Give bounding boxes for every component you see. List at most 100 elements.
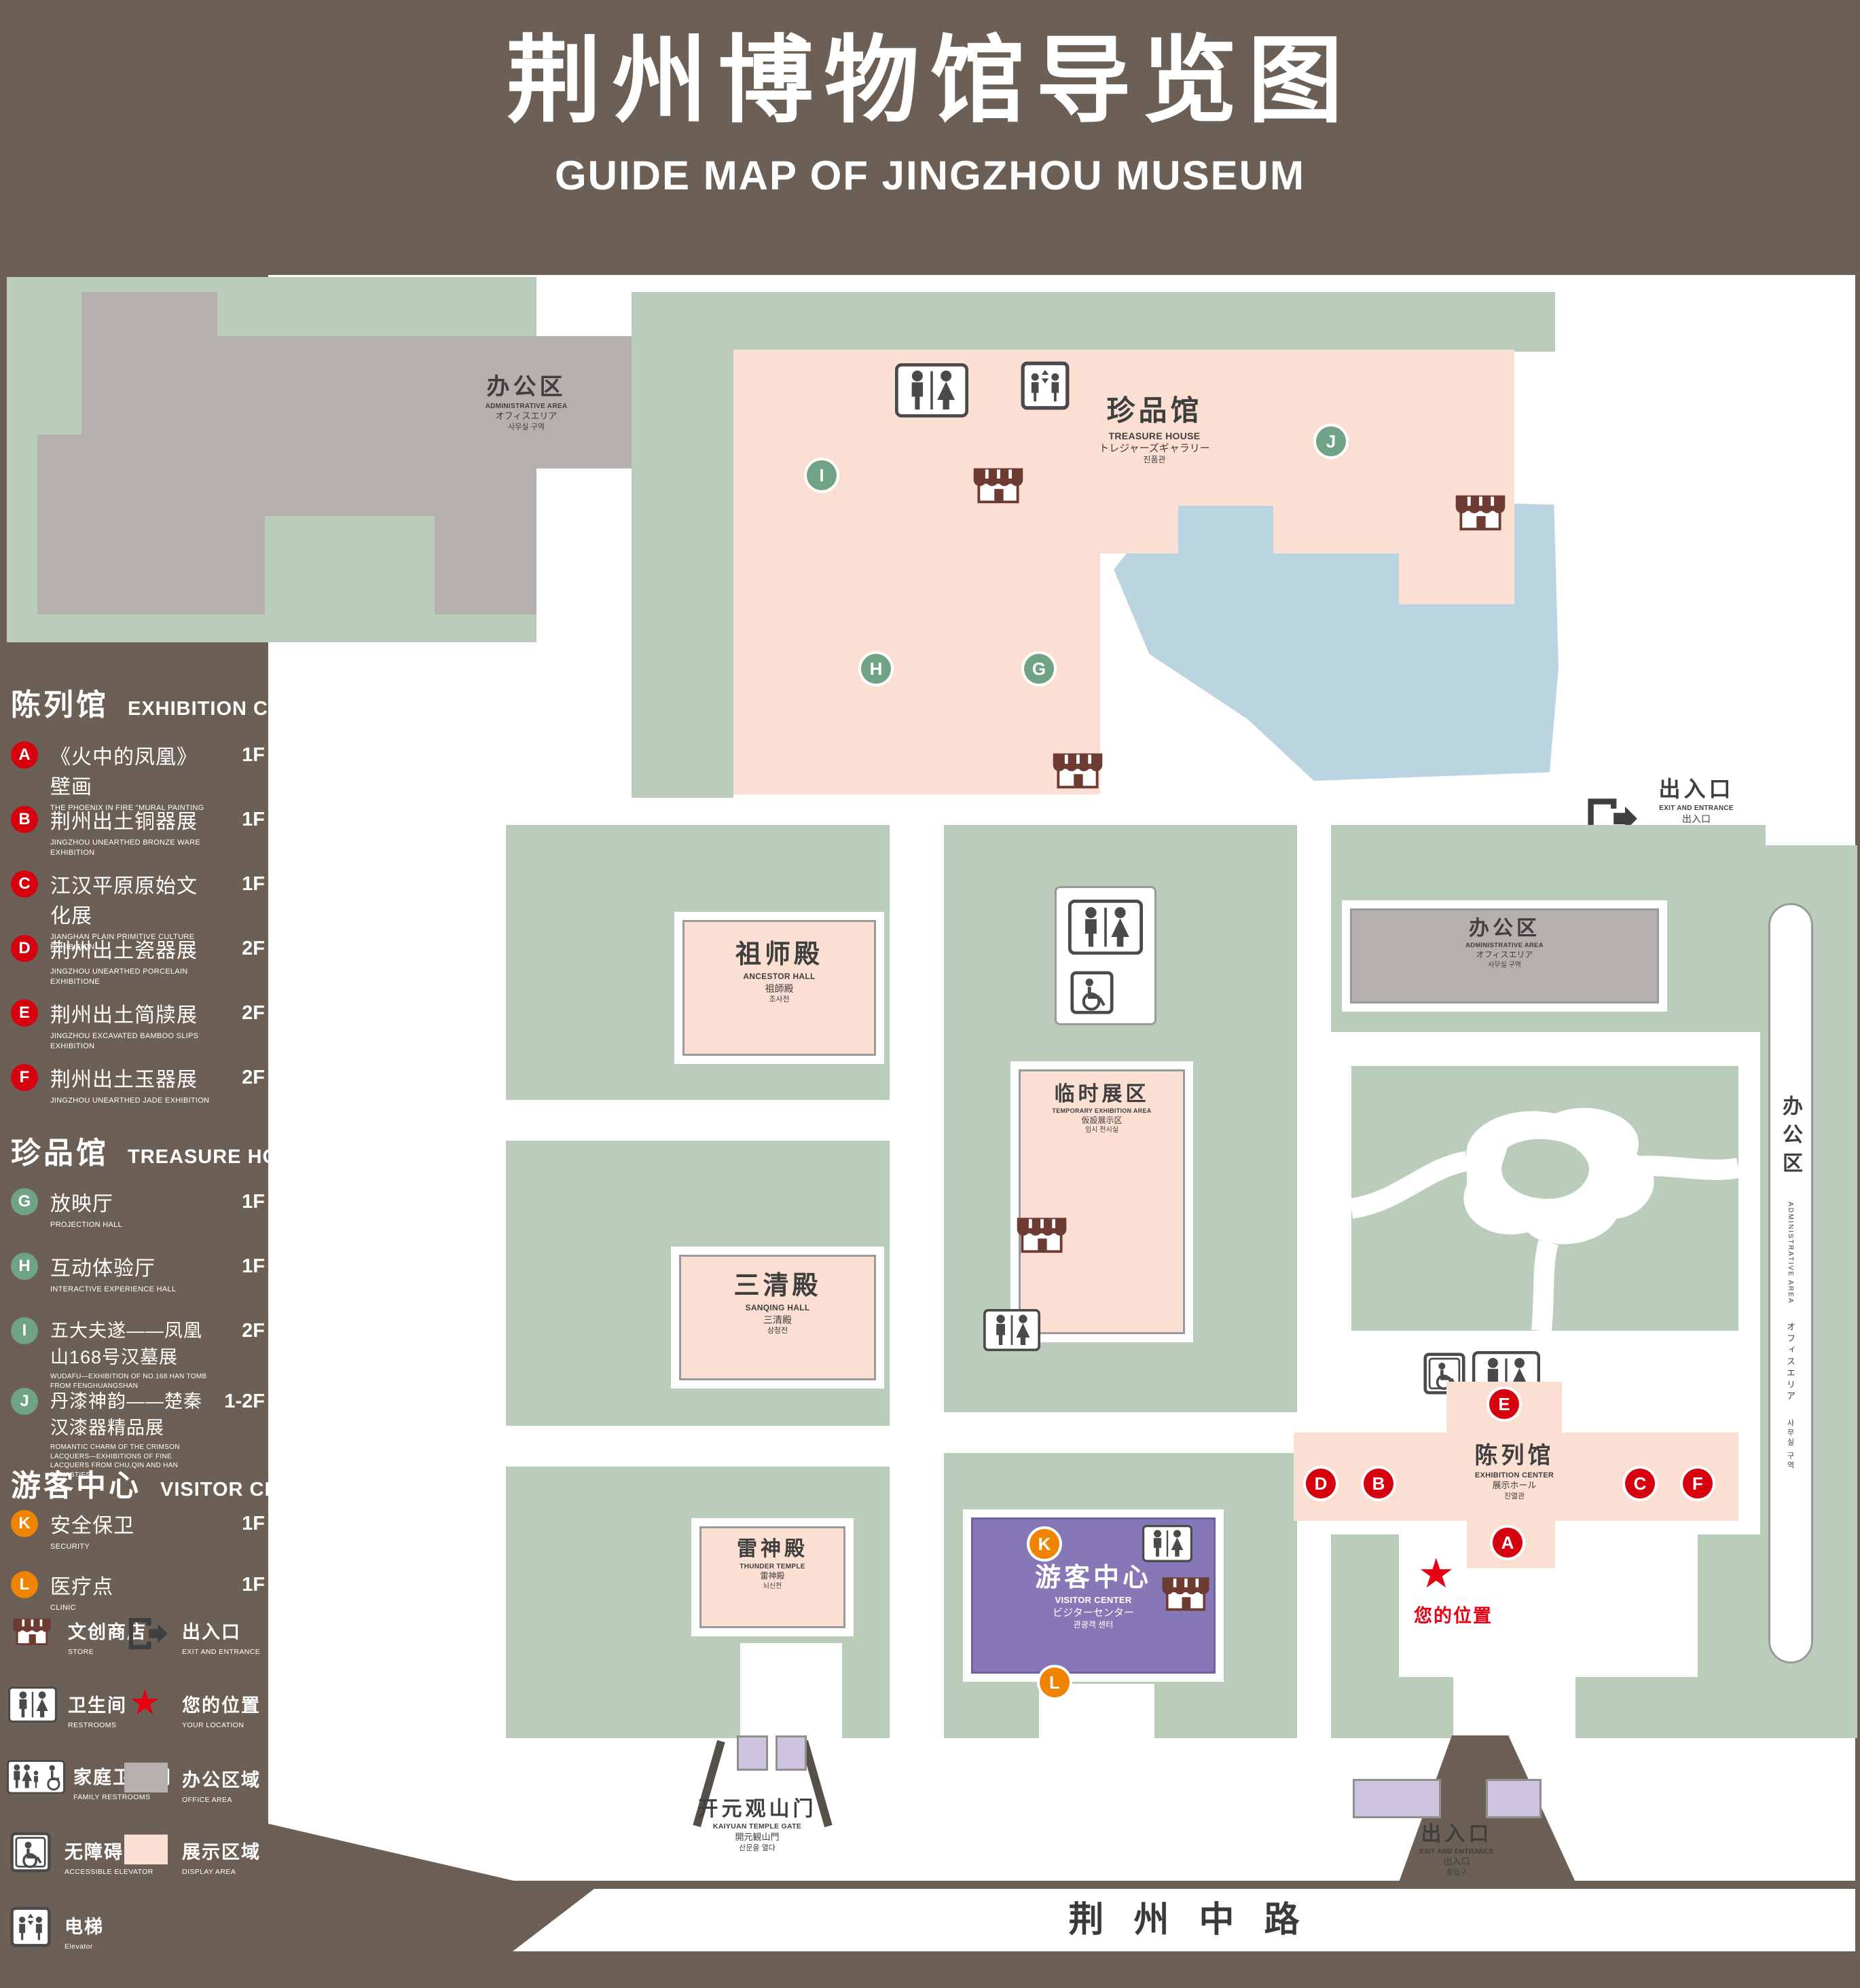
map-marker-F: F [1683, 1469, 1713, 1498]
store-icon [10, 1615, 54, 1648]
kaiyuan-gate-label: 开元观山门 KAIYUAN TEMPLE GATE 開元観山門 산문을 열다 [697, 1798, 817, 1852]
map-marker-B: B [1364, 1469, 1393, 1498]
road: 荆州中路 [513, 1889, 1855, 1951]
admin-right-label: 办公区 ADMINISTRATIVE AREA オフィスエリア 사무실 구역 [1779, 1095, 1802, 1471]
marker-badge: F [11, 1064, 38, 1091]
path [1453, 1670, 1575, 1738]
map-marker-A: A [1493, 1528, 1522, 1558]
restroom-icon [983, 1309, 1040, 1352]
ancestor-hall-building [682, 920, 876, 1056]
store-icon [970, 463, 1027, 507]
admin-top-label: 办公区 ADMINISTRATIVE AREA オフィスエリア 사무실 구역 [485, 374, 568, 432]
marker-badge: C [11, 870, 38, 898]
temporary-exhibition-label: 临时展区 TEMPORARY EXHIBITION AREA 仮設展示区 임시 … [1052, 1083, 1152, 1135]
temporary-exhibition-building [1019, 1069, 1185, 1334]
map-marker-D: D [1306, 1469, 1336, 1498]
visitor-center-label: 游客中心 VISITOR CENTER ビジターセンター 관광객 센터 [1034, 1564, 1152, 1630]
store-icon [1452, 490, 1509, 534]
restroom-icon [895, 363, 968, 418]
exhibition-center-label: 陈列馆 EXHIBITION CENTER 展示ホール 진열관 [1474, 1443, 1554, 1501]
marker-badge: H [11, 1253, 38, 1280]
marker-badge: A [11, 741, 38, 769]
accessible-elevator-icon [10, 1832, 51, 1873]
admin-mid-label: 办公区 ADMINISTRATIVE AREA オフィスエリア 사무실 구역 [1465, 917, 1544, 969]
marker-badge: G [11, 1188, 38, 1215]
admin-right-building [1768, 903, 1813, 1663]
path [506, 1100, 890, 1141]
display-area-swatch [124, 1835, 168, 1864]
marker-badge: E [11, 999, 38, 1027]
map-marker-G: G [1024, 654, 1054, 684]
restroom-icon [1068, 900, 1143, 955]
path [740, 1643, 842, 1738]
office-area-swatch [124, 1763, 168, 1792]
page-subtitle: GUIDE MAP OF JINGZHOU MUSEUM [555, 153, 1305, 198]
gate-block [737, 1735, 768, 1771]
store-icon [1013, 1213, 1070, 1257]
store-icon [1159, 1572, 1213, 1615]
elevator-icon [10, 1907, 51, 1947]
road-label: 荆州中路 [1068, 1900, 1330, 1940]
restroom-icon [8, 1687, 57, 1723]
marker-badge: D [11, 935, 38, 962]
restroom-icon [1142, 1525, 1192, 1562]
gate-block [776, 1735, 807, 1771]
marker-badge: I [11, 1317, 38, 1344]
sanqing-hall-label: 三清殿 SANQING HALL 三清殿 삼청전 [733, 1272, 822, 1336]
exit-icon [124, 1615, 169, 1653]
map-marker-L: L [1040, 1668, 1070, 1697]
entrance-block [1353, 1779, 1441, 1818]
accessible-icon [1070, 971, 1114, 1014]
map-marker-C: C [1625, 1469, 1655, 1498]
treasure-grounds-top [632, 292, 1555, 352]
your-location-star-icon: ★ [1418, 1551, 1455, 1596]
garden [1351, 1066, 1738, 1331]
marker-badge: B [11, 806, 38, 833]
map-marker-J: J [1316, 426, 1346, 456]
location-star-icon: ★ [129, 1683, 161, 1723]
family-restroom-icon [7, 1760, 65, 1794]
store-icon [1049, 748, 1106, 792]
elevator-icon [1021, 361, 1070, 410]
your-location-label: 您的位置 [1414, 1606, 1493, 1626]
path [506, 1426, 890, 1467]
map-marker-E: E [1489, 1389, 1519, 1419]
thunder-temple-label: 雷神殿 THUNDER TEMPLE 雷神殿 뇌신전 [737, 1538, 808, 1590]
entrance-block [1486, 1779, 1542, 1818]
header: 荆州博物馆导览图 GUIDE MAP OF JINGZHOU MUSEUM [0, 0, 1860, 199]
map-marker-H: H [861, 654, 891, 684]
exit-bottom-label: 出入口 EXIT AND ENTRANCE 出入口 출입구 [1419, 1823, 1494, 1877]
admin-building-mid [1350, 908, 1659, 1004]
sanqing-hall-building [679, 1255, 876, 1380]
marker-badge: K [11, 1510, 38, 1537]
thunder-temple-building [699, 1526, 845, 1628]
marker-badge: L [11, 1571, 38, 1598]
treasure-grounds-left [632, 292, 733, 798]
ancestor-hall-label: 祖师殿 ANCESTOR HALL 祖師殿 조사전 [735, 940, 823, 1004]
map-marker-I: I [807, 460, 837, 490]
map-marker-K: K [1029, 1529, 1059, 1559]
marker-badge: J [11, 1388, 38, 1415]
path [944, 1412, 1297, 1453]
